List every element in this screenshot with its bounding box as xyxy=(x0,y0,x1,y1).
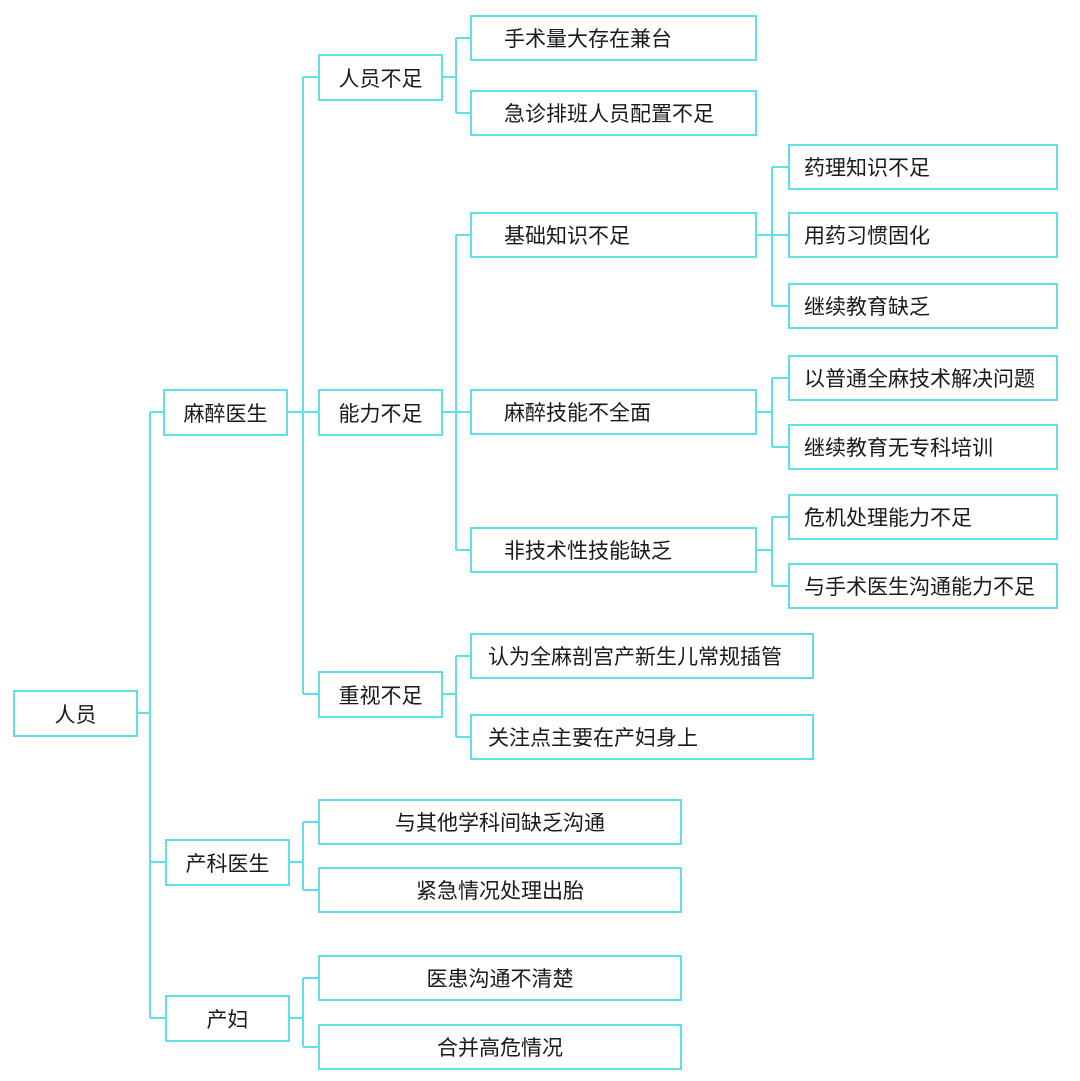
node-no-specialty-training: 继续教育无专科培训 xyxy=(788,424,1058,470)
node-parturient-label: 产妇 xyxy=(206,1007,249,1032)
node-insufficient-ability: 能力不足 xyxy=(318,389,443,436)
node-emergency-delivery-label: 紧急情况处理出胎 xyxy=(416,879,584,903)
node-high-risk-comorbidities: 合并高危情况 xyxy=(318,1024,682,1070)
node-anesthesiologist-label: 麻醉医生 xyxy=(183,401,268,426)
node-lack-nontechnical-skills: 非技术性技能缺乏 xyxy=(470,527,757,573)
node-focus-on-mother: 关注点主要在产妇身上 xyxy=(470,714,814,760)
node-obstetrician-label: 产科医生 xyxy=(185,851,270,876)
node-high-risk-comorbidities-label: 合并高危情况 xyxy=(437,1036,563,1060)
node-root: 人员 xyxy=(13,690,138,737)
node-surgeon-communication-lacking: 与手术医生沟通能力不足 xyxy=(788,563,1058,609)
node-general-anesthesia-for-all: 以普通全麻技术解决问题 xyxy=(788,355,1058,401)
node-surgeon-communication-lacking-label: 与手术医生沟通能力不足 xyxy=(804,575,1035,599)
node-er-shift-understaffed-label: 急诊排班人员配置不足 xyxy=(504,102,714,126)
node-insufficient-ability-label: 能力不足 xyxy=(338,401,423,426)
node-basic-knowledge-lacking-label: 基础知识不足 xyxy=(504,224,630,248)
node-no-specialty-training-label: 继续教育无专科培训 xyxy=(804,436,993,460)
node-lack-nontechnical-skills-label: 非技术性技能缺乏 xyxy=(504,539,672,563)
node-anesthesiologist: 麻醉医生 xyxy=(163,389,288,436)
node-rigid-drug-habits-label: 用药习惯固化 xyxy=(804,224,930,248)
node-lack-continuing-education: 继续教育缺乏 xyxy=(788,283,1058,329)
node-emergency-delivery: 紧急情况处理出胎 xyxy=(318,867,682,913)
node-general-anesthesia-for-all-label: 以普通全麻技术解决问题 xyxy=(804,367,1035,391)
node-parturient: 产妇 xyxy=(165,995,290,1042)
node-pharmacology-lacking: 药理知识不足 xyxy=(788,144,1058,190)
node-root-label: 人员 xyxy=(54,702,97,727)
node-crisis-management-lacking: 危机处理能力不足 xyxy=(788,494,1058,540)
node-unclear-communication: 医患沟通不清楚 xyxy=(318,955,682,1001)
node-incomplete-anesthesia-skills-label: 麻醉技能不全面 xyxy=(504,401,651,425)
node-interdisciplinary-communication-label: 与其他学科间缺乏沟通 xyxy=(395,811,605,835)
node-high-volume-multitasking: 手术量大存在兼台 xyxy=(470,15,757,61)
node-interdisciplinary-communication: 与其他学科间缺乏沟通 xyxy=(318,799,682,845)
node-incomplete-anesthesia-skills: 麻醉技能不全面 xyxy=(470,389,757,435)
node-er-shift-understaffed: 急诊排班人员配置不足 xyxy=(470,90,757,136)
node-insufficient-attention-label: 重视不足 xyxy=(338,683,423,708)
node-lack-continuing-education-label: 继续教育缺乏 xyxy=(804,295,930,319)
node-high-volume-multitasking-label: 手术量大存在兼台 xyxy=(504,27,672,51)
node-pharmacology-lacking-label: 药理知识不足 xyxy=(804,156,930,180)
node-insufficient-attention: 重视不足 xyxy=(318,671,443,718)
node-understaffed: 人员不足 xyxy=(318,54,443,101)
node-understaffed-label: 人员不足 xyxy=(338,66,423,91)
node-neonate-intubation-routine: 认为全麻剖宫产新生儿常规插管 xyxy=(470,633,814,679)
node-focus-on-mother-label: 关注点主要在产妇身上 xyxy=(488,726,698,750)
node-basic-knowledge-lacking: 基础知识不足 xyxy=(470,212,757,258)
node-rigid-drug-habits: 用药习惯固化 xyxy=(788,212,1058,258)
node-obstetrician: 产科医生 xyxy=(165,839,290,886)
node-unclear-communication-label: 医患沟通不清楚 xyxy=(426,967,574,991)
node-crisis-management-lacking-label: 危机处理能力不足 xyxy=(804,506,972,530)
node-neonate-intubation-routine-label: 认为全麻剖宫产新生儿常规插管 xyxy=(488,645,782,669)
